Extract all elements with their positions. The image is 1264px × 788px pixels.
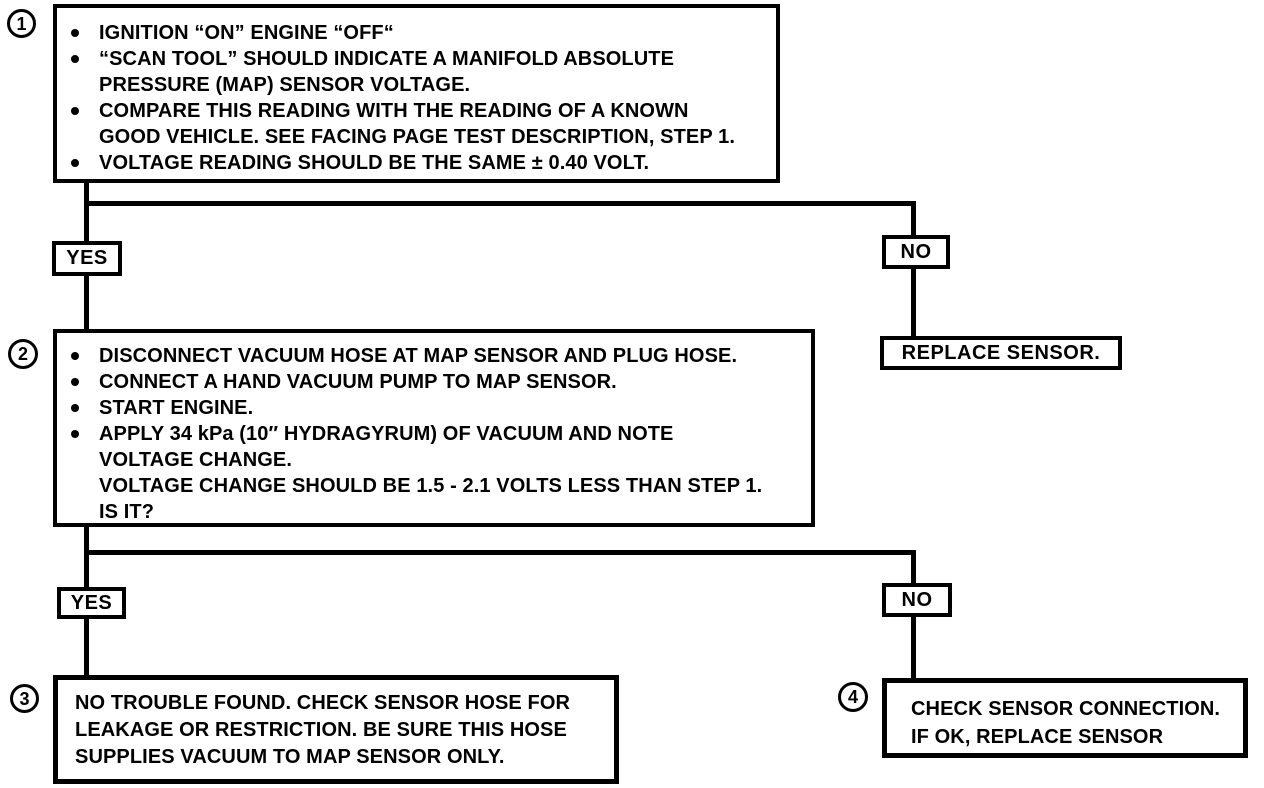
step2-box: DISCONNECT VACUUM HOSE AT MAP SENSOR AND…: [53, 329, 815, 527]
step1-number: 1: [16, 13, 27, 34]
bullet-item: APPLY 34 kPa (10″ HYDRAGYRUM) OF VACUUM …: [71, 421, 803, 525]
bullet-icon: [71, 352, 79, 360]
bullet-text: COMPARE THIS READING WITH THE READING OF…: [99, 100, 735, 148]
step4-number: 4: [847, 687, 858, 707]
step1-bullet-list: IGNITION “ON” ENGINE “OFF“ “SCAN TOOL” S…: [71, 20, 768, 176]
bullet-item: COMPARE THIS READING WITH THE READING OF…: [71, 98, 768, 150]
bullet-text: “SCAN TOOL” SHOULD INDICATE A MANIFOLD A…: [99, 48, 675, 96]
connector-junction2-horizontal: [84, 550, 916, 555]
no-label: NO: [901, 588, 933, 611]
step2-badge: 2: [8, 339, 38, 369]
bullet-icon: [71, 55, 79, 63]
bullet-item: CONNECT A HAND VACUUM PUMP TO MAP SENSOR…: [71, 369, 803, 395]
bullet-item: START ENGINE.: [71, 395, 803, 421]
bullet-icon: [71, 430, 79, 438]
no-label: NO: [900, 240, 932, 263]
step3-box: NO TROUBLE FOUND. CHECK SENSOR HOSE FOR …: [53, 675, 619, 784]
connector-junction1-horizontal: [84, 201, 916, 206]
yes-label: YES: [66, 247, 108, 269]
no-label-box-1: NO: [882, 235, 950, 269]
yes-label: YES: [70, 591, 113, 614]
bullet-item: VOLTAGE READING SHOULD BE THE SAME ± 0.4…: [71, 150, 768, 176]
replace-sensor-text: REPLACE SENSOR.: [901, 341, 1101, 364]
bullet-text: CONNECT A HAND VACUUM PUMP TO MAP SENSOR…: [99, 371, 617, 393]
connector-no2-to-step4: [911, 617, 916, 678]
connector-yes2-to-step3: [84, 619, 89, 675]
step4-box: CHECK SENSOR CONNECTION. IF OK, REPLACE …: [882, 678, 1248, 758]
yes-label-box-2: YES: [57, 587, 126, 619]
connector-yes1-to-step2: [84, 276, 89, 329]
connector-junction2-to-no2: [911, 550, 916, 583]
step3-number: 3: [19, 688, 30, 709]
connector-step2-to-yes2: [84, 527, 89, 587]
connector-junction1-to-no1: [911, 201, 916, 235]
bullet-icon: [71, 29, 79, 37]
bullet-item: “SCAN TOOL” SHOULD INDICATE A MANIFOLD A…: [71, 46, 768, 98]
step4-badge: 4: [838, 682, 868, 712]
step3-badge: 3: [10, 684, 39, 713]
bullet-text: START ENGINE.: [99, 397, 254, 419]
bullet-text: IGNITION “ON” ENGINE “OFF“: [99, 22, 394, 44]
bullet-text: DISCONNECT VACUUM HOSE AT MAP SENSOR AND…: [99, 345, 738, 367]
step3-text: NO TROUBLE FOUND. CHECK SENSOR HOSE FOR …: [75, 692, 571, 768]
step2-bullet-list: DISCONNECT VACUUM HOSE AT MAP SENSOR AND…: [71, 343, 803, 525]
bullet-icon: [71, 404, 79, 412]
connector-step1-to-junction1: [84, 183, 89, 241]
bullet-icon: [71, 378, 79, 386]
yes-label-box-1: YES: [52, 241, 122, 276]
replace-sensor-box: REPLACE SENSOR.: [880, 336, 1122, 370]
connector-no1-to-replace-sensor: [911, 269, 916, 336]
bullet-icon: [71, 159, 79, 167]
step1-badge: 1: [7, 9, 36, 38]
step2-number: 2: [17, 344, 28, 364]
no-label-box-2: NO: [882, 583, 952, 617]
bullet-text: APPLY 34 kPa (10″ HYDRAGYRUM) OF VACUUM …: [99, 423, 763, 523]
step4-text: CHECK SENSOR CONNECTION. IF OK, REPLACE …: [911, 698, 1221, 748]
bullet-item: IGNITION “ON” ENGINE “OFF“: [71, 20, 768, 46]
step1-box: IGNITION “ON” ENGINE “OFF“ “SCAN TOOL” S…: [53, 4, 780, 183]
bullet-text: VOLTAGE READING SHOULD BE THE SAME ± 0.4…: [99, 152, 650, 174]
bullet-icon: [71, 107, 79, 115]
bullet-item: DISCONNECT VACUUM HOSE AT MAP SENSOR AND…: [71, 343, 803, 369]
